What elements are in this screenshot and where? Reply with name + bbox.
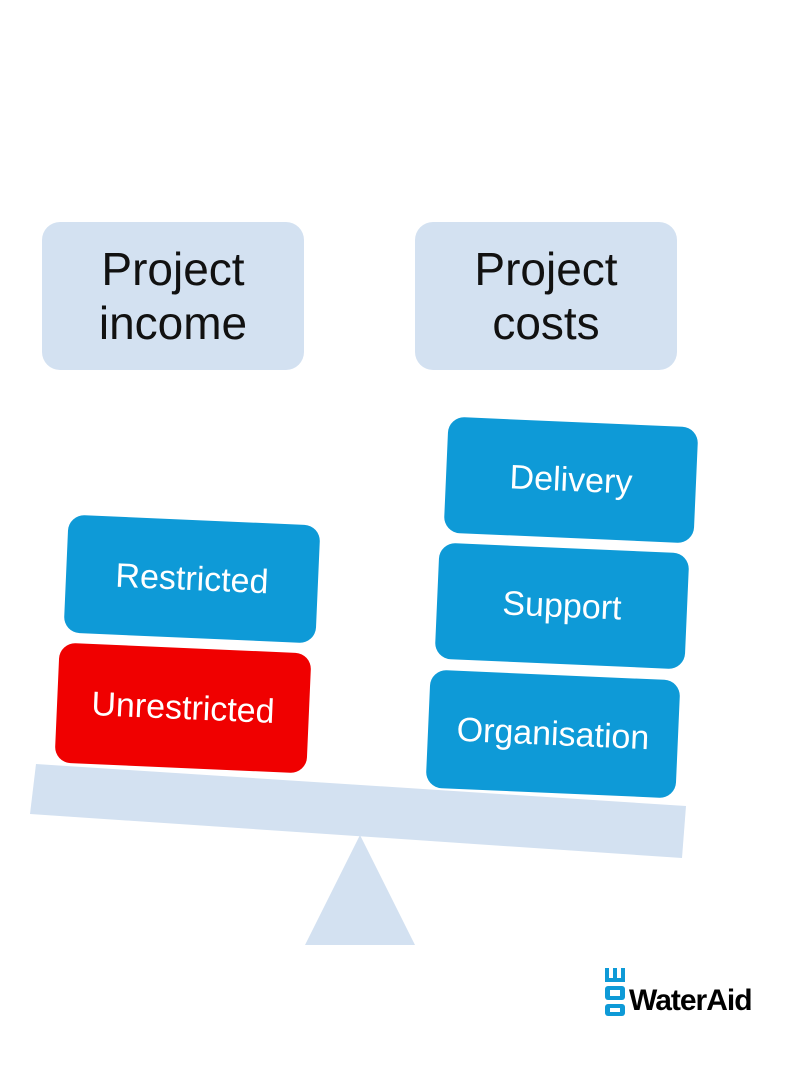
restricted-income-block: Restricted	[63, 514, 321, 644]
project-costs-header-line1: Project	[474, 243, 618, 295]
support-cost-block: Support	[434, 542, 690, 670]
unrestricted-income-label: Unrestricted	[90, 684, 276, 731]
delivery-cost-block: Delivery	[443, 416, 699, 544]
wateraid-logo-text: WaterAid	[629, 984, 753, 1017]
organisation-cost-block: Organisation	[425, 669, 681, 799]
scale-beam	[30, 764, 686, 858]
unrestricted-income-block: Unrestricted	[54, 642, 312, 774]
project-income-header: Project income	[42, 222, 304, 370]
project-income-header-line1: Project	[101, 243, 245, 295]
organisation-cost-label: Organisation	[455, 710, 651, 757]
project-income-header-line2: income	[98, 297, 248, 349]
delivery-cost-label: Delivery	[508, 457, 634, 502]
support-cost-label: Support	[501, 583, 623, 628]
restricted-income-label: Restricted	[114, 556, 270, 601]
wateraid-logo-mark-icon	[605, 968, 625, 1016]
wateraid-logo: WaterAid	[604, 958, 794, 1018]
project-costs-header: Project costs	[415, 222, 677, 370]
scale-fulcrum	[305, 835, 415, 945]
project-costs-header-line2: costs	[492, 297, 600, 349]
